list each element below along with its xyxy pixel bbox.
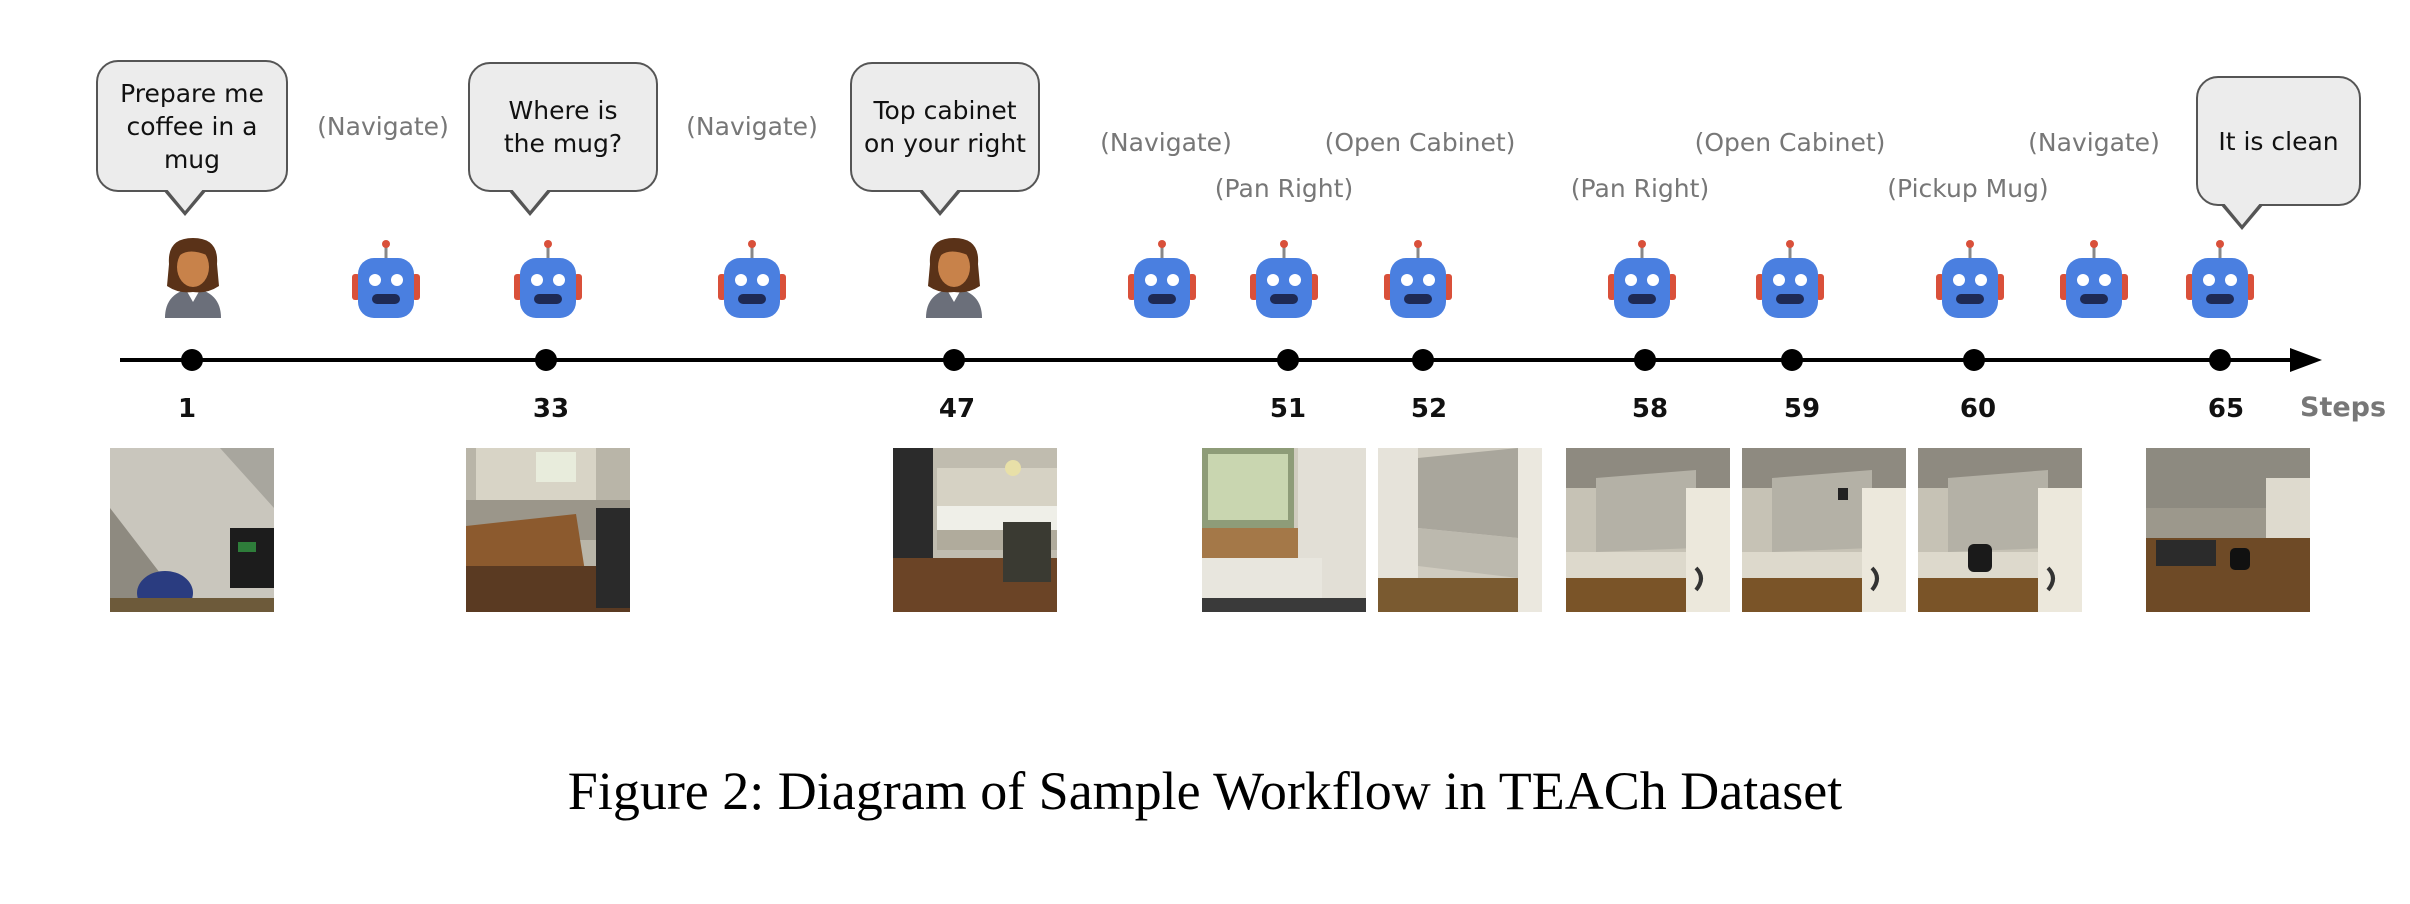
figure-caption: Figure 2: Diagram of Sample Workflow in … bbox=[567, 761, 1843, 821]
bubble-line: on your right bbox=[864, 129, 1026, 158]
robot-icon bbox=[352, 240, 420, 318]
scene-thumbnail-step-47 bbox=[893, 448, 1057, 612]
scene-thumbnail-step-59 bbox=[1742, 448, 1906, 612]
scene-thumbnail-step-51 bbox=[1202, 448, 1366, 612]
action-label: (Pan Right) bbox=[1214, 174, 1354, 203]
bubble-line: mug bbox=[163, 144, 221, 174]
robot-icon bbox=[1250, 240, 1318, 318]
step-number: 52 bbox=[1410, 394, 1448, 424]
bubble-line: Top cabinet bbox=[873, 96, 1017, 125]
human-icon bbox=[926, 238, 982, 318]
step-number: 47 bbox=[938, 394, 976, 424]
robot-icon bbox=[1608, 240, 1676, 318]
scene-thumbnail-step-33 bbox=[466, 448, 630, 612]
axis-label: Steps bbox=[2300, 392, 2387, 423]
bubble-line: It is clean bbox=[2218, 126, 2339, 156]
action-label: (Navigate) bbox=[317, 112, 449, 141]
scene-thumbnail-step-65 bbox=[2146, 448, 2310, 612]
bubble-tail bbox=[2223, 202, 2261, 225]
action-label: (Navigate) bbox=[686, 112, 818, 141]
robot-icon bbox=[1936, 240, 2004, 318]
bubble-line: Prepare me bbox=[120, 78, 264, 108]
step-number: 59 bbox=[1783, 394, 1821, 424]
step-marker bbox=[943, 349, 965, 371]
step-marker bbox=[1781, 349, 1803, 371]
robot-icon bbox=[514, 240, 582, 318]
speech-bubble-4: It is clean bbox=[2196, 76, 2361, 206]
robot-icon bbox=[1384, 240, 1452, 318]
action-label: (Open Cabinet) bbox=[1324, 128, 1516, 157]
step-marker bbox=[1412, 349, 1434, 371]
action-label: (Pickup Mug) bbox=[1887, 174, 2049, 203]
robot-icon bbox=[1756, 240, 1824, 318]
bubble-line: Where is bbox=[508, 96, 618, 125]
speech-bubble-3: Top cabinet on your right bbox=[850, 62, 1040, 192]
human-icon bbox=[165, 238, 221, 318]
action-label: (Open Cabinet) bbox=[1694, 128, 1886, 157]
bubble-line: coffee in a bbox=[126, 111, 258, 141]
step-marker bbox=[1963, 349, 1985, 371]
step-marker bbox=[535, 349, 557, 371]
timeline-axis bbox=[120, 348, 2322, 372]
bubble-tail bbox=[511, 188, 549, 211]
action-label: (Pan Right) bbox=[1570, 174, 1710, 203]
robot-icon bbox=[2060, 240, 2128, 318]
step-number: 58 bbox=[1631, 394, 1669, 424]
step-number: 51 bbox=[1269, 394, 1307, 424]
step-number: 1 bbox=[177, 394, 197, 424]
step-number: 33 bbox=[532, 394, 570, 424]
step-number: 60 bbox=[1959, 394, 1997, 424]
step-marker bbox=[1634, 349, 1656, 371]
scene-thumbnail-step-58 bbox=[1566, 448, 1730, 612]
action-label: (Navigate) bbox=[1100, 128, 1232, 157]
action-label: (Navigate) bbox=[2028, 128, 2160, 157]
robot-icon bbox=[2186, 240, 2254, 318]
scene-thumbnail-step-1 bbox=[110, 448, 274, 612]
step-number: 65 bbox=[2207, 394, 2245, 424]
bubble-tail bbox=[921, 188, 959, 211]
scene-thumbnail-step-52 bbox=[1378, 448, 1542, 612]
robot-icon bbox=[1128, 240, 1196, 318]
step-marker bbox=[181, 349, 203, 371]
speech-bubble-2: Where is the mug? bbox=[468, 62, 658, 192]
step-marker bbox=[2209, 349, 2231, 371]
scene-thumbnail-step-60 bbox=[1918, 448, 2082, 612]
robot-icon bbox=[718, 240, 786, 318]
bubble-line: the mug? bbox=[503, 129, 623, 158]
step-marker bbox=[1277, 349, 1299, 371]
bubble-tail bbox=[166, 188, 204, 211]
timeline-arrow bbox=[2290, 348, 2322, 372]
